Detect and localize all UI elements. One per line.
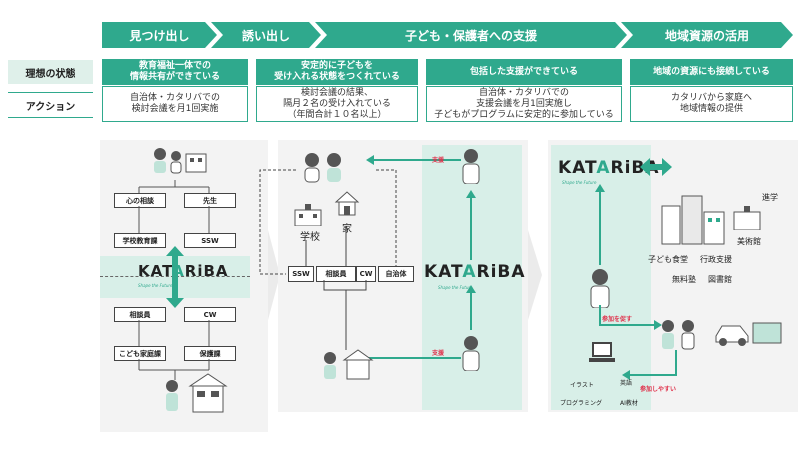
resource-museum: 美術館 xyxy=(737,237,761,246)
stage-invite: 誘い出し xyxy=(211,22,321,48)
home-label: 家 xyxy=(342,224,352,235)
row-label-ideal: 理想の状態 xyxy=(8,60,93,84)
resource-free-juku: 無料塾 xyxy=(672,275,696,284)
city-icon xyxy=(661,195,725,245)
program-programming: プログラミング xyxy=(560,400,603,407)
program-illust: イラスト xyxy=(570,382,594,389)
parents-icon xyxy=(304,153,341,183)
support-label-1: 支援 xyxy=(432,157,445,164)
easy-label: 参加しやすい xyxy=(640,386,676,393)
parent-child-icon xyxy=(662,320,695,350)
ideal-state-4-line1: 地域の資源にも接続している xyxy=(653,66,770,77)
action-4-line1: カタリバから家庭へ xyxy=(670,93,752,103)
katariba-tagline-3: Shape the Future xyxy=(562,180,597,185)
ideal-state-1-line2: 情報共有ができている xyxy=(129,72,220,82)
park-icon xyxy=(752,322,782,344)
ideal-state-1-line1: 教育福祉一体での xyxy=(138,61,211,71)
staff-icon-3 xyxy=(590,269,610,308)
box-kokoro: 心の相談 xyxy=(114,193,166,208)
horizontal-double-arrow-icon xyxy=(640,158,672,176)
support-label-2: 支援 xyxy=(432,350,445,357)
box-hogo: 保護課 xyxy=(184,346,236,361)
action-2-line1: 検討会議の結果、 xyxy=(300,87,373,98)
katariba-logo-3-text: KATARiBA xyxy=(558,158,659,178)
katariba-tagline-2: Shape the Future xyxy=(438,285,473,290)
family-house-icon xyxy=(324,349,374,380)
ideal-state-1: 教育福祉一体での 情報共有ができている xyxy=(102,59,248,85)
box-ssw: SSW xyxy=(184,233,236,248)
box-cw-2: CW xyxy=(356,266,376,282)
ideal-state-2: 安定的に子どもを 受け入れる状態をつくれている xyxy=(256,59,418,85)
action-3: 自治体・カタリバでの 支援会議を月1回実施し 子どもがプログラムに安定的に参加し… xyxy=(426,86,622,122)
box-soudanin: 相談員 xyxy=(114,307,166,322)
box-school-edu: 学校教育課 xyxy=(114,233,166,248)
box-teacher: 先生 xyxy=(184,193,236,208)
ideal-state-2-line1: 安定的に子どもを xyxy=(300,61,373,71)
resource-library: 図書館 xyxy=(708,275,732,284)
ideal-state-3: 包括した支援ができている xyxy=(426,59,622,85)
family-home-icon xyxy=(166,373,228,413)
action-4-line2: 地域情報の提供 xyxy=(679,104,743,114)
stage-discover: 見つけ出し xyxy=(102,22,217,48)
staff-icon xyxy=(462,149,480,184)
ideal-state-2-line2: 受け入れる状態をつくれている xyxy=(274,72,400,82)
katariba-logo-2: KATARiBA xyxy=(424,262,526,282)
ideal-state-4: 地域の資源にも接続している xyxy=(630,59,793,85)
action-3-line3: 子どもがプログラムに安定的に参加している xyxy=(434,109,614,120)
box-kodomo-katei: こども家庭課 xyxy=(114,346,166,361)
panel3-connectors xyxy=(595,184,677,380)
house-icon xyxy=(334,191,360,216)
box-cw: CW xyxy=(184,307,236,322)
panel1-connectors xyxy=(138,180,210,380)
resource-shingaku: 進学 xyxy=(762,193,778,202)
action-2-line2: 隔月２名の受け入れている xyxy=(283,98,391,109)
action-2-line3: （年間合計１０名以上） xyxy=(287,109,387,120)
ideal-state-3-line1: 包括した支援ができている xyxy=(469,66,578,77)
vertical-double-arrow-icon xyxy=(166,246,184,308)
car-icon xyxy=(715,325,749,346)
katariba-logo-2-text: KATARiBA xyxy=(424,262,526,282)
stage-resources: 地域資源の活用 xyxy=(621,22,793,48)
box-soudanin-2: 相談員 xyxy=(316,266,356,282)
school-label: 学校 xyxy=(300,232,320,243)
row-label-action: アクション xyxy=(8,92,93,118)
action-1-line1: 自治体・カタリバでの xyxy=(129,93,220,103)
katariba-tagline-1: Shape the Future xyxy=(138,283,173,288)
action-3-line1: 自治体・カタリバでの xyxy=(478,87,569,98)
katariba-logo-3: KATARiBA xyxy=(558,158,660,178)
laptop-icon xyxy=(589,342,615,362)
staff-icon-2 xyxy=(462,336,480,371)
action-4: カタリバから家庭へ 地域情報の提供 xyxy=(630,86,793,122)
box-jichitai: 自治体 xyxy=(378,266,414,282)
panel2-connectors xyxy=(259,155,476,363)
action-1: 自治体・カタリバでの 検討会議を月1回実施 xyxy=(102,86,248,122)
school-icon-2 xyxy=(733,206,761,230)
action-2: 検討会議の結果、 隔月２名の受け入れている （年間合計１０名以上） xyxy=(256,86,418,122)
encourage-label: 参加を促す xyxy=(602,316,633,323)
program-english: 英語 xyxy=(620,380,633,387)
resource-gyosei: 行政支援 xyxy=(700,255,732,264)
program-ai: AI教材 xyxy=(620,400,638,407)
resource-kodomo-shokudo: 子ども食堂 xyxy=(648,255,688,264)
box-ssw-2: SSW xyxy=(288,266,314,282)
stage-support: 子ども・保護者への支援 xyxy=(315,22,627,48)
action-1-line2: 検討会議を月1回実施 xyxy=(131,104,219,114)
action-3-line2: 支援会議を月1回実施し xyxy=(476,98,572,109)
family-icon xyxy=(154,148,207,174)
school-icon xyxy=(294,204,322,226)
